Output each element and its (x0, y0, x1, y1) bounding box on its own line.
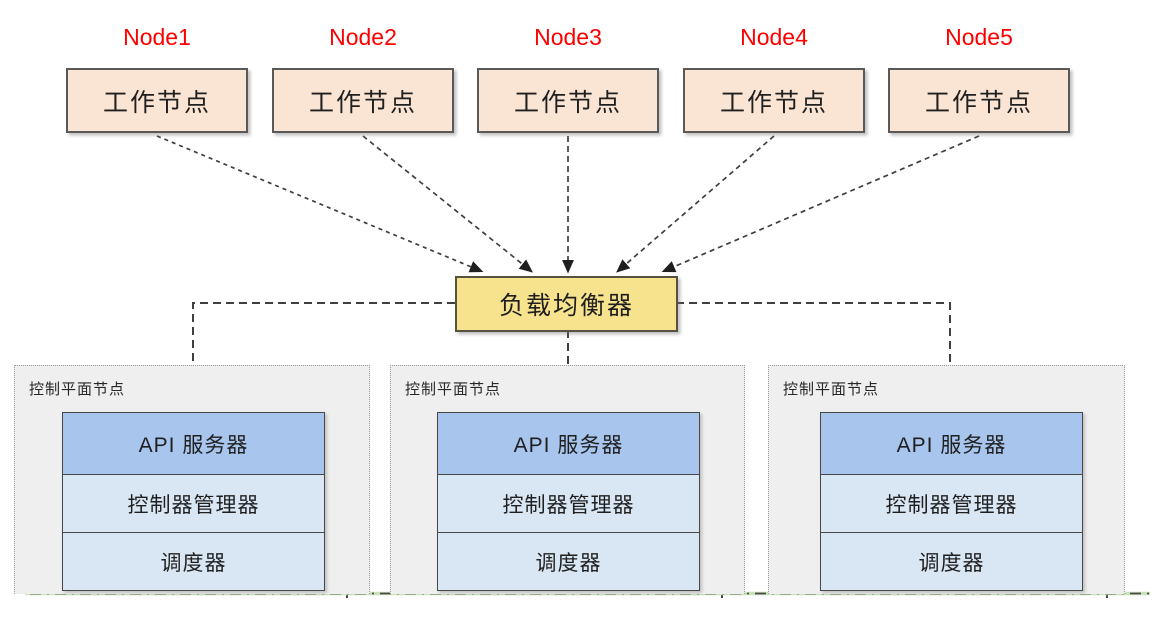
worker-node-text: 工作节点 (719, 88, 828, 117)
component-stack-1: API 服务器 控制器管理器 调度器 (62, 412, 325, 591)
worker-node-box-4: 工作节点 (683, 68, 865, 133)
controller-manager-box: 控制器管理器 (63, 474, 324, 532)
controller-manager-box: 控制器管理器 (438, 474, 699, 532)
api-server-box: API 服务器 (438, 413, 699, 474)
scheduler-box: 调度器 (63, 532, 324, 590)
worker1-to-lb-arrow (156, 135, 484, 273)
worker-node-box-3: 工作节点 (477, 68, 659, 133)
worker-node-text: 工作节点 (102, 88, 211, 117)
control-plane-label: 控制平面节点 (29, 381, 126, 398)
node3-label: Node3 (534, 24, 602, 50)
worker-node-text: 工作节点 (513, 88, 622, 117)
node4-label: Node4 (740, 24, 808, 50)
api-server-box: API 服务器 (821, 413, 1082, 474)
api-server-box: API 服务器 (63, 413, 324, 474)
node2-label: Node2 (329, 24, 397, 50)
load-balancer-text: 负载均衡器 (498, 292, 634, 320)
worker-node-box-5: 工作节点 (888, 68, 1070, 133)
scheduler-box: 调度器 (438, 532, 699, 590)
node1-label: Node1 (123, 24, 191, 50)
worker5-to-lb-arrow (661, 135, 980, 273)
worker-node-box-1: 工作节点 (66, 68, 248, 133)
component-stack-3: API 服务器 控制器管理器 调度器 (820, 412, 1083, 591)
control-plane-label: 控制平面节点 (405, 381, 502, 398)
worker-node-text: 工作节点 (924, 88, 1033, 117)
scheduler-box: 调度器 (821, 532, 1082, 590)
load-balancer-box: 负载均衡器 (455, 276, 678, 332)
component-stack-2: API 服务器 控制器管理器 调度器 (437, 412, 700, 591)
control-plane-label: 控制平面节点 (783, 381, 880, 398)
worker-node-text: 工作节点 (308, 88, 417, 117)
worker-node-box-2: 工作节点 (272, 68, 454, 133)
worker2-to-lb-arrow (362, 135, 533, 273)
worker4-to-lb-arrow (616, 135, 775, 273)
controller-manager-box: 控制器管理器 (821, 474, 1082, 532)
node5-label: Node5 (945, 24, 1013, 50)
